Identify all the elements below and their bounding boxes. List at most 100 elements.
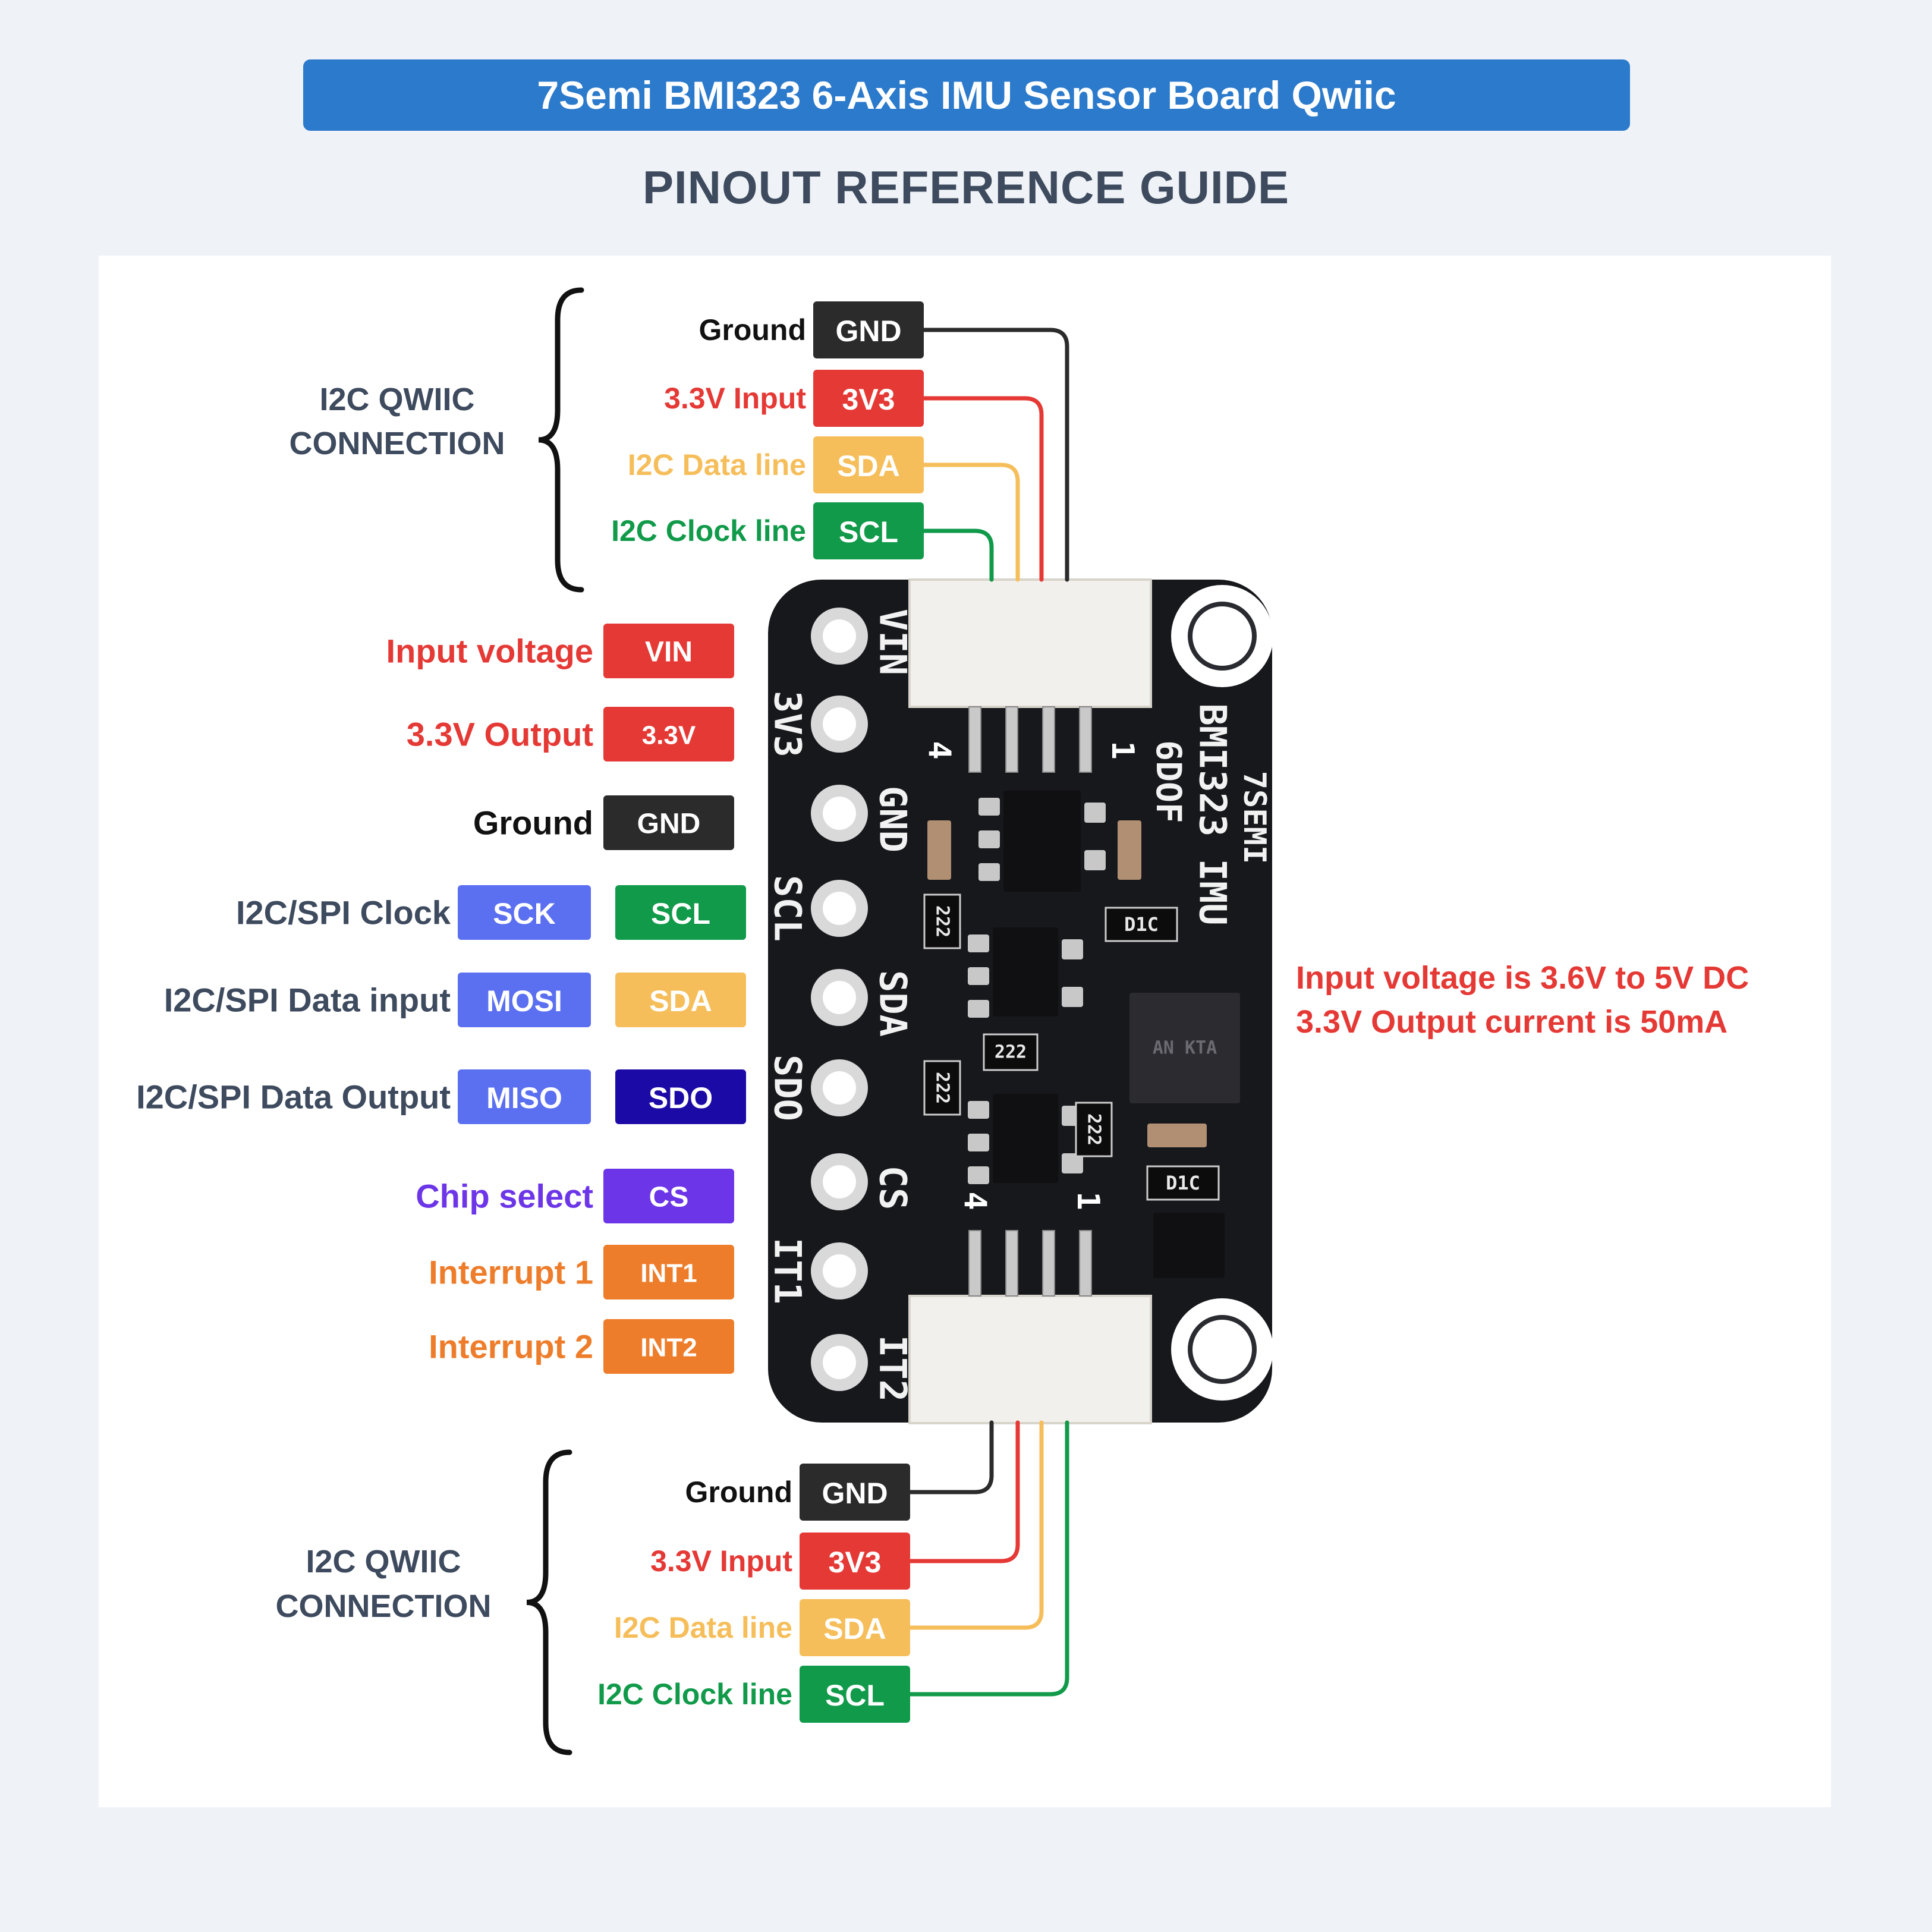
- qwiic-badge-3v3: 3V3: [800, 1533, 910, 1590]
- qwiic-badge-sda-label: SDA: [823, 1612, 886, 1645]
- connector-pin-number: 1: [1105, 741, 1140, 759]
- qwiic-connector-top: [908, 578, 1152, 773]
- sot-lead: [968, 1000, 989, 1018]
- connector-pin: [1005, 1230, 1018, 1297]
- connector-pin: [968, 1230, 981, 1297]
- side-badge-mosi-bg: [458, 973, 591, 1027]
- bottom-wire-3v3: [907, 1420, 1020, 1563]
- qwiic-connector-bottom: [908, 1230, 1152, 1424]
- side-badge-33v-bg: [603, 707, 734, 762]
- pin-silk-label: SDO: [766, 1055, 810, 1121]
- resistor-mark: 222: [932, 1072, 953, 1104]
- header-pad-hole: [823, 1346, 856, 1379]
- qwiic-badge-3v3-bg: [813, 370, 924, 427]
- side-badge-cs: CS: [603, 1169, 734, 1223]
- top-wire-sda: [921, 462, 1020, 582]
- side-badge-sck: SCK: [458, 885, 591, 940]
- qwiic-badge-sda: SDA: [800, 1599, 910, 1656]
- pin-silk-label: IT1: [766, 1238, 810, 1304]
- side-pin-desc: I2C/SPI Data Output: [136, 1078, 451, 1116]
- side-badge-vin-label: VIN: [645, 637, 693, 668]
- connector-pin: [1005, 706, 1018, 773]
- side-badge-int1-label: INT1: [640, 1259, 697, 1288]
- side-pin-row: SCK SCL I2C/SPI Clock: [236, 885, 746, 940]
- header-pad-hole: [823, 892, 856, 925]
- qwiic-badge-scl: SCL: [813, 502, 924, 559]
- side-badge-miso-bg: [458, 1069, 591, 1124]
- resistor-mark: 222: [995, 1042, 1027, 1063]
- qwiic-badge-gnd: GND: [800, 1464, 910, 1521]
- header-pad-hole: [823, 707, 856, 741]
- voltage-note: Input voltage is 3.6V to 5V DC: [1296, 960, 1749, 996]
- qwiic-desc: Ground: [698, 313, 806, 347]
- side-badge-cs-label: CS: [649, 1182, 689, 1213]
- qwiic-bottom-group-label: CONNECTION: [276, 1588, 492, 1624]
- qwiic-top-group-label: I2C QWIIC: [319, 382, 474, 417]
- side-pin-desc: Ground: [473, 804, 593, 842]
- qwiic-badge-sda-label: SDA: [837, 449, 900, 483]
- sot-lead: [1084, 850, 1106, 870]
- title-banner: 7Semi BMI323 6-Axis IMU Sensor Board Qwi…: [303, 59, 1630, 131]
- sot-package: [1153, 1213, 1225, 1278]
- qwiic-badge-scl-label: SCL: [825, 1679, 885, 1712]
- qwiic-badge-3v3-bg: [800, 1533, 910, 1590]
- diode-body: [1105, 907, 1178, 942]
- side-badge-sdo-bg: [615, 1069, 746, 1124]
- qwiic-desc: I2C Data line: [614, 1611, 792, 1644]
- connector-pin-number: 4: [957, 1191, 993, 1210]
- side-badge-int1: INT1: [603, 1245, 734, 1299]
- resistor-body: [1075, 1102, 1113, 1157]
- sot-lead: [968, 1134, 989, 1151]
- board-name: BMI323 IMU: [1191, 703, 1235, 925]
- qwiic-badge-sda-bg: [800, 1599, 910, 1656]
- side-pin-desc: I2C/SPI Clock: [236, 894, 451, 932]
- connector-pin: [1042, 1230, 1055, 1297]
- side-badge-sda: SDA: [615, 973, 746, 1027]
- subtitle: PINOUT REFERENCE GUIDE: [642, 161, 1290, 213]
- connector-pin-number: 1: [1070, 1191, 1106, 1210]
- side-badge-sdo: SDO: [615, 1069, 746, 1124]
- qwiic-badge-3v3: 3V3: [813, 370, 924, 427]
- sot-lead: [978, 863, 1000, 881]
- qwiic-desc: I2C Clock line: [597, 1678, 792, 1711]
- side-badge-gnd-label: GND: [637, 808, 701, 840]
- sot-lead: [1084, 803, 1106, 823]
- qwiic-desc: I2C Data line: [628, 448, 806, 482]
- qwiic-badge-scl: SCL: [800, 1666, 910, 1723]
- connector-housing: [908, 1295, 1152, 1424]
- qwiic-bottom-group-label: I2C QWIIC: [306, 1544, 461, 1579]
- qwiic-desc: I2C Clock line: [611, 514, 806, 547]
- pin-silk-label: IT2: [871, 1335, 915, 1402]
- qwiic-badge-3v3-label: 3V3: [829, 1546, 882, 1579]
- side-pin-desc: 3.3V Output: [407, 716, 593, 753]
- pin-silk-label: SCL: [766, 875, 810, 942]
- sot-lead: [968, 1166, 989, 1184]
- qwiic-wires: [907, 328, 1069, 1697]
- side-badge-sda-bg: [615, 973, 746, 1027]
- header-pad-hole: [823, 1165, 856, 1198]
- side-pin-row: VIN Input voltage: [386, 624, 734, 678]
- side-badge-miso: MISO: [458, 1069, 591, 1124]
- connector-pin: [968, 706, 981, 773]
- resistor: 222: [1075, 1102, 1113, 1157]
- voltage-note: 3.3V Output current is 50mA: [1296, 1004, 1728, 1040]
- side-badge-scl: SCL: [615, 885, 746, 940]
- side-badge-33v: 3.3V: [603, 707, 734, 762]
- diode-mark: D1C: [1124, 913, 1159, 936]
- top-wire-scl: [921, 528, 994, 582]
- side-badge-int2-label: INT2: [640, 1333, 697, 1363]
- resistor-body: [923, 1060, 961, 1116]
- side-badge-sda-label: SDA: [649, 984, 712, 1018]
- header-pad-hole: [823, 797, 856, 830]
- sot-lead: [1062, 1153, 1083, 1173]
- qwiic-badge-gnd-bg: [800, 1464, 910, 1521]
- side-pin-desc: Input voltage: [386, 633, 593, 670]
- bottom-wire-sda: [907, 1420, 1044, 1630]
- side-badge-scl-label: SCL: [651, 897, 710, 930]
- side-badge-scl-bg: [615, 885, 746, 940]
- pin-silk-label: VIN: [871, 609, 915, 675]
- side-pin-row: GND Ground: [473, 795, 734, 850]
